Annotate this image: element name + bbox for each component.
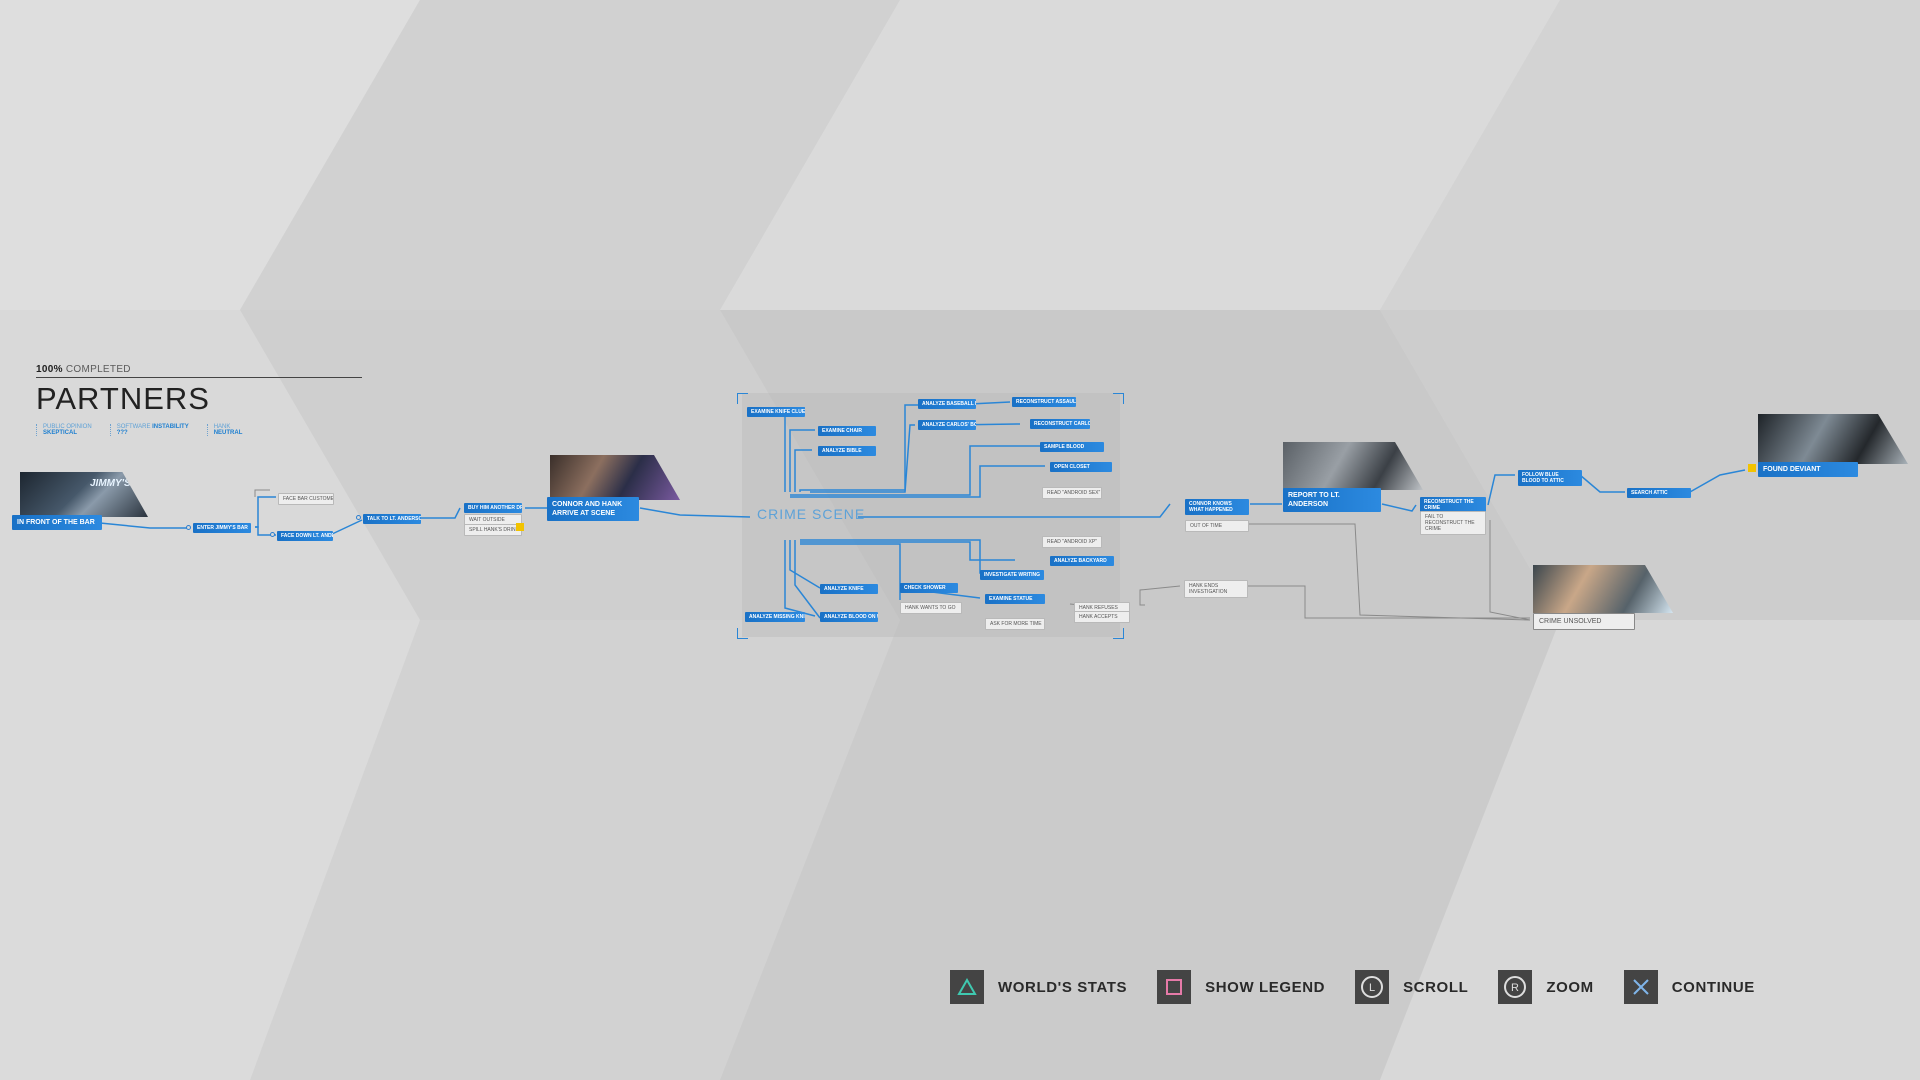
show-legend-label: SHOW LEGEND bbox=[1205, 978, 1326, 996]
node-dot bbox=[270, 532, 275, 537]
node-report-to-lt[interactable]: REPORT TO LT. ANDERSON bbox=[1283, 488, 1381, 512]
completion-percent: 100% COMPLETED bbox=[36, 364, 131, 375]
trophy-icon bbox=[1748, 464, 1756, 472]
node-analyze-backyard[interactable]: ANALYZE BACKYARD bbox=[1050, 556, 1114, 566]
crime-scene-label: CRIME SCENE bbox=[757, 506, 866, 522]
thumbnail-deviant bbox=[1758, 414, 1908, 464]
node-search-attic[interactable]: SEARCH ATTIC bbox=[1627, 488, 1691, 498]
node-examine-statue[interactable]: EXAMINE STATUE bbox=[985, 594, 1045, 604]
node-analyze-blood-walls[interactable]: ANALYZE BLOOD ON WALLS bbox=[820, 612, 878, 622]
panel-corner bbox=[1113, 393, 1124, 404]
node-spill-hanks-drink[interactable]: SPILL HANK'S DRINK bbox=[464, 524, 522, 536]
node-connor-hank-arrive[interactable]: CONNOR AND HANK ARRIVE AT SCENE bbox=[547, 497, 639, 521]
scroll-label: SCROLL bbox=[1403, 978, 1469, 996]
node-face-down-lt-anderson[interactable]: FACE DOWN LT. ANDERSON bbox=[277, 531, 333, 541]
node-analyze-carlos-body[interactable]: ANALYZE CARLOS' BODY bbox=[918, 420, 976, 430]
panel-corner bbox=[737, 628, 748, 639]
node-hank-accepts[interactable]: HANK ACCEPTS bbox=[1074, 611, 1130, 623]
continue-button[interactable]: CONTINUE bbox=[1623, 970, 1755, 1004]
controls-bar: WORLD'S STATS SHOW LEGEND L SCROLL R ZOO… bbox=[950, 970, 1785, 1004]
panel-corner bbox=[1113, 628, 1124, 639]
trophy-icon bbox=[516, 523, 524, 531]
node-fail-to-reconstruct[interactable]: FAIL TO RECONSTRUCT THE CRIME bbox=[1420, 511, 1486, 535]
node-reconstruct-assault[interactable]: RECONSTRUCT ASSAULT WITH BAT bbox=[1012, 397, 1076, 407]
stat-software-instability: SOFTWARE INSTABILITY??? bbox=[109, 424, 195, 436]
left-stick-icon: L bbox=[1355, 970, 1390, 1004]
node-examine-knife-clue[interactable]: EXAMINE KNIFE CLUE SCAN bbox=[747, 407, 805, 417]
triangle-icon bbox=[950, 970, 984, 1004]
node-check-shower[interactable]: CHECK SHOWER bbox=[900, 583, 958, 593]
crime-scene-panel bbox=[742, 393, 1120, 637]
node-analyze-baseball-bat[interactable]: ANALYZE BASEBALL BAT bbox=[918, 399, 976, 409]
node-dot bbox=[186, 525, 191, 530]
thumbnail-unsolved bbox=[1533, 565, 1673, 613]
thumbnail-arrival bbox=[550, 455, 680, 500]
node-follow-blue-blood[interactable]: FOLLOW BLUE BLOOD TO ATTIC bbox=[1518, 470, 1582, 486]
thumbnail-bar: JIMMY'S bbox=[20, 472, 148, 517]
node-open-closet[interactable]: OPEN CLOSET bbox=[1050, 462, 1112, 472]
scroll-button[interactable]: L SCROLL bbox=[1355, 970, 1468, 1004]
chapter-header: 100% COMPLETED PARTNERS bbox=[36, 364, 210, 417]
chapter-title: PARTNERS bbox=[36, 381, 210, 416]
node-reconstruct-crime[interactable]: RECONSTRUCT THE CRIME bbox=[1420, 497, 1486, 513]
node-ask-for-more-time[interactable]: ASK FOR MORE TIME bbox=[985, 618, 1045, 630]
svg-text:L: L bbox=[1369, 982, 1375, 994]
node-hank-ends-investigation[interactable]: HANK ENDS INVESTIGATION bbox=[1184, 580, 1248, 598]
node-analyze-missing-knife[interactable]: ANALYZE MISSING KNIFE bbox=[745, 612, 805, 622]
header-divider bbox=[36, 377, 362, 378]
worlds-stats-label: WORLD'S STATS bbox=[998, 978, 1128, 996]
worlds-stats-button[interactable]: WORLD'S STATS bbox=[950, 970, 1127, 1004]
show-legend-button[interactable]: SHOW LEGEND bbox=[1157, 970, 1325, 1004]
node-buy-him-another-drink[interactable]: BUY HIM ANOTHER DRINK bbox=[464, 503, 522, 513]
node-enter-jimmys-bar[interactable]: ENTER JIMMY'S BAR bbox=[193, 523, 251, 533]
node-hank-wants-to-go[interactable]: HANK WANTS TO GO bbox=[900, 602, 962, 614]
node-out-of-time[interactable]: OUT OF TIME bbox=[1185, 520, 1249, 532]
svg-text:R: R bbox=[1511, 982, 1519, 994]
right-stick-icon: R bbox=[1498, 970, 1533, 1004]
node-analyze-bible[interactable]: ANALYZE BIBLE bbox=[818, 446, 876, 456]
node-in-front-of-bar[interactable]: IN FRONT OF THE BAR bbox=[12, 515, 102, 530]
zoom-button[interactable]: R ZOOM bbox=[1498, 970, 1593, 1004]
node-face-bar-customers[interactable]: FACE BAR CUSTOMERS bbox=[278, 493, 334, 505]
zoom-label: ZOOM bbox=[1546, 978, 1594, 996]
panel-corner bbox=[737, 393, 748, 404]
node-investigate-writing[interactable]: INVESTIGATE WRITING bbox=[980, 570, 1044, 580]
node-examine-chair[interactable]: EXAMINE CHAIR bbox=[818, 426, 876, 436]
continue-label: CONTINUE bbox=[1671, 978, 1755, 996]
node-reconstruct-last-moments[interactable]: RECONSTRUCT CARLOS' LAST MOMENTS bbox=[1030, 419, 1090, 429]
node-connor-knows[interactable]: CONNOR KNOWS WHAT HAPPENED bbox=[1185, 499, 1249, 515]
bar-sign-text: JIMMY'S bbox=[90, 478, 131, 489]
node-analyze-knife[interactable]: ANALYZE KNIFE bbox=[820, 584, 878, 594]
node-crime-unsolved[interactable]: CRIME UNSOLVED bbox=[1533, 613, 1635, 630]
node-dot bbox=[356, 515, 361, 520]
node-read-android-sex[interactable]: READ "ANDROID SEX" bbox=[1042, 487, 1102, 499]
square-icon bbox=[1157, 970, 1192, 1004]
node-talk-to-lt-anderson[interactable]: TALK TO LT. ANDERSON bbox=[363, 514, 421, 524]
node-found-deviant[interactable]: FOUND DEVIANT bbox=[1758, 462, 1858, 477]
cross-icon bbox=[1623, 970, 1658, 1004]
node-sample-blood[interactable]: SAMPLE BLOOD bbox=[1040, 442, 1104, 452]
node-read-android-2[interactable]: READ "ANDROID XP" bbox=[1042, 536, 1102, 548]
thumbnail-report bbox=[1283, 442, 1423, 490]
